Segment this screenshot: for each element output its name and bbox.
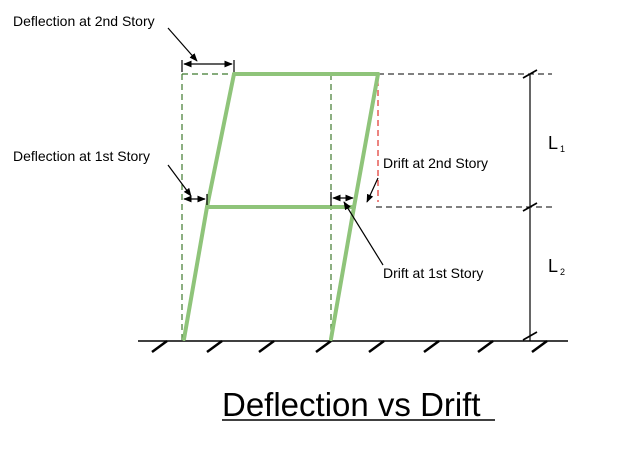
height-label-upper: L 1 (548, 133, 565, 154)
deflection-1st-label: Deflection at 1st Story (13, 148, 150, 164)
drift-2nd-label: Drift at 2nd Story (383, 155, 488, 171)
svg-text:2: 2 (560, 267, 565, 277)
level-lines (376, 73, 552, 208)
deformed-left-column-upper (205, 72, 236, 209)
deformed-left-column-lower (182, 205, 209, 341)
deflection-1st-indicator (167, 164, 208, 205)
svg-text:1: 1 (560, 144, 565, 154)
deformed-frame (182, 72, 380, 341)
height-dimension (522, 69, 538, 341)
deflection-2nd-indicator (167, 27, 235, 72)
svg-text:L: L (548, 133, 558, 153)
ground-hatch (151, 339, 548, 354)
diagram-title: Deflection vs Drift (222, 386, 495, 423)
height-label-lower: L 2 (548, 256, 565, 277)
drift-2nd-pointer (366, 177, 379, 203)
deformed-right-column-lower (329, 205, 356, 341)
title-text: Deflection vs Drift (222, 386, 481, 423)
drift-1st-indicator (330, 192, 384, 266)
ground (138, 339, 568, 354)
svg-text:L: L (548, 256, 558, 276)
deflection-2nd-label: Deflection at 2nd Story (13, 13, 155, 29)
drift-1st-label: Drift at 1st Story (383, 265, 483, 281)
deformed-right-column-upper (352, 72, 380, 209)
